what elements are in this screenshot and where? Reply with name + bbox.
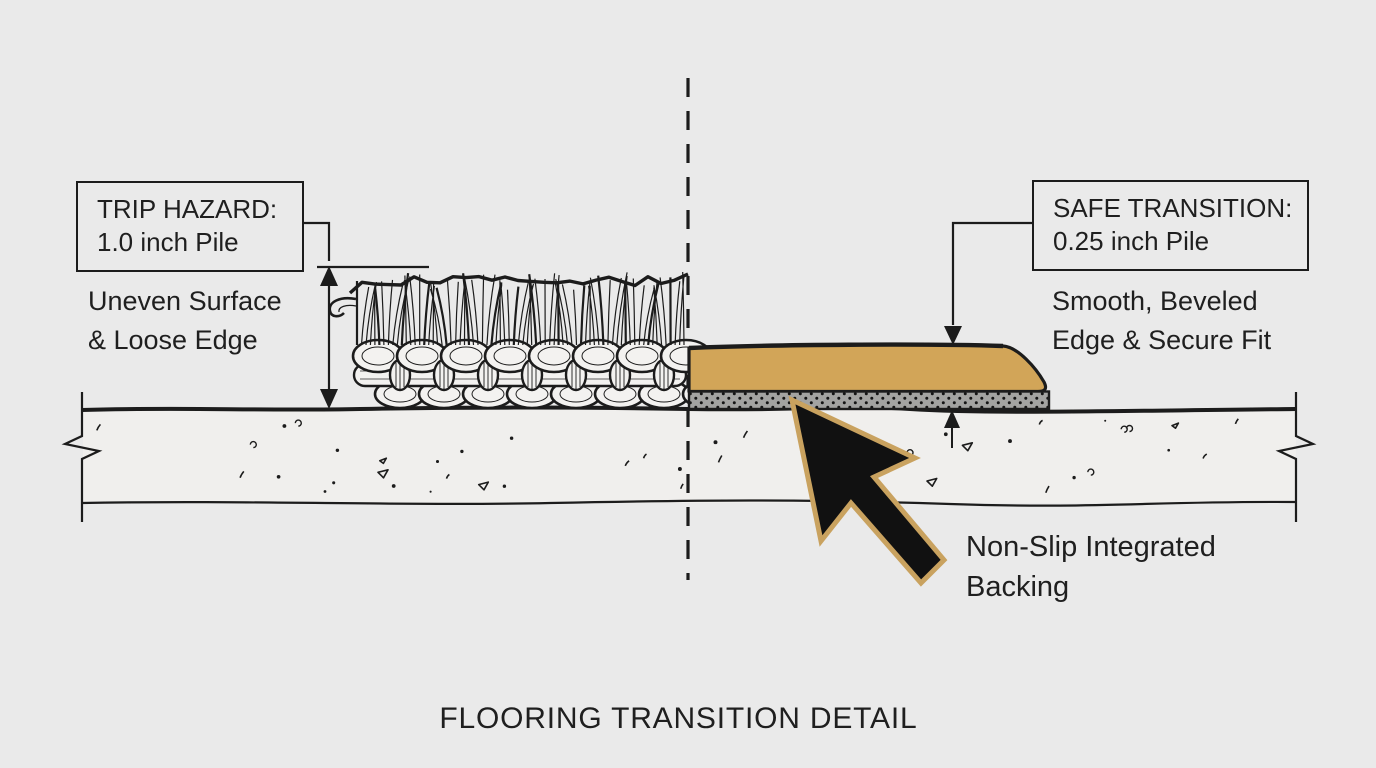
left-break-line [61,392,103,522]
non-slip-backing-strip [687,390,1051,411]
caption-line: & Loose Edge [88,325,258,355]
callout-line: Non-Slip Integrated [966,531,1216,563]
mat-illustration [687,342,1051,411]
safe-transition-pile-height: 0.25 inch Pile [1053,226,1210,256]
arrowhead-up-icon [320,266,338,286]
caption-line: Uneven Surface [88,286,282,316]
callout-line: Backing [966,571,1070,603]
safe-transition-caption: Smooth, Beveled Edge & Secure Fit [1052,282,1271,360]
concrete-speckles [96,418,1239,493]
arrowhead-down-icon [320,389,338,409]
backing-callout: Non-Slip Integrated Backing [966,527,1216,607]
safe-transition-title: SAFE TRANSITION: [1053,193,1293,223]
trip-hazard-caption: Uneven Surface & Loose Edge [88,282,282,360]
right-leader-line [951,221,1032,325]
diagram-title: FLOORING TRANSITION DETAIL [439,702,918,735]
mat-surface [687,343,1048,394]
dimension-annotations [303,221,1032,448]
carpet-illustration [328,271,735,410]
arrowhead-down-icon [944,326,962,345]
arrowhead-up-icon [944,410,960,428]
cursor-arrow-icon [788,395,948,587]
trip-hazard-pile-height: 1.0 inch Pile [97,227,239,257]
caption-line: Edge & Secure Fit [1052,325,1272,355]
trip-hazard-title: TRIP HAZARD: [97,194,278,224]
left-leader-line [303,221,331,261]
safe-transition-label-box: SAFE TRANSITION: 0.25 inch Pile [1032,180,1309,271]
caption-line: Smooth, Beveled [1052,286,1258,316]
right-break-line [1275,392,1317,522]
trip-hazard-label-box: TRIP HAZARD: 1.0 inch Pile [76,181,304,272]
